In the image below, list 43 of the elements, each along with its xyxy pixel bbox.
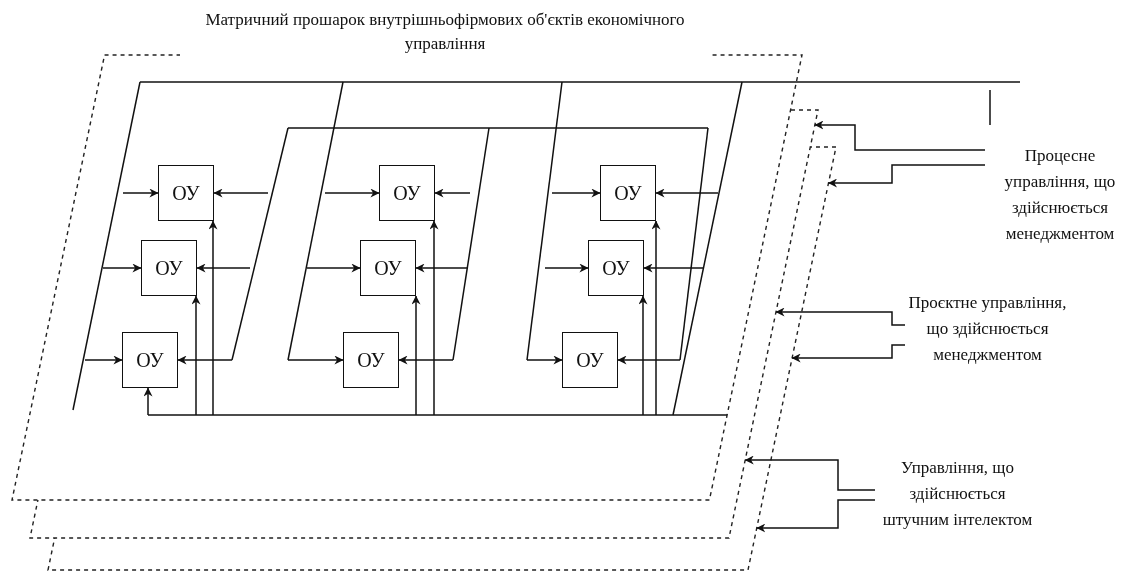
arrow: [398, 355, 454, 365]
arrow: [177, 355, 233, 365]
unit-box: ОУ: [343, 332, 399, 388]
text-label: Управління, що здійснюється штучним інтелектом: [875, 455, 1040, 533]
arrow: [122, 188, 159, 198]
arrow: [655, 188, 719, 198]
arrow: [434, 188, 471, 198]
arrow: [617, 355, 681, 365]
unit-box: ОУ: [360, 240, 416, 296]
arrow: [651, 220, 661, 416]
unit-box: ОУ: [562, 332, 618, 388]
arrow: [429, 220, 439, 416]
arrow: [213, 188, 269, 198]
arrow: [84, 355, 123, 365]
arrow: [411, 295, 421, 416]
arrow: [775, 307, 906, 326]
arrow: [196, 263, 251, 273]
arrow: [306, 263, 361, 273]
arrow: [744, 455, 876, 491]
arrow: [638, 295, 648, 416]
arrow: [643, 263, 704, 273]
arrow: [551, 188, 601, 198]
arrow: [526, 355, 563, 365]
arrow: [544, 263, 589, 273]
text-label: Процесне управління, що здійснюється менеджментом: [985, 143, 1123, 247]
arrow: [415, 263, 469, 273]
arrow: [191, 295, 201, 416]
arrow: [208, 220, 218, 416]
unit-box: ОУ: [379, 165, 435, 221]
unit-box: ОУ: [122, 332, 178, 388]
unit-box: ОУ: [158, 165, 214, 221]
arrow: [287, 355, 344, 365]
arrow: [827, 164, 986, 188]
unit-box: ОУ: [600, 165, 656, 221]
arrow: [756, 499, 876, 533]
arrow: [102, 263, 142, 273]
arrow: [814, 120, 986, 151]
arrow: [791, 344, 906, 363]
unit-box: ОУ: [588, 240, 644, 296]
text-label: Проєктне управління, що здійснюється менеджментом: [905, 290, 1070, 368]
arrow: [143, 387, 153, 416]
unit-box: ОУ: [141, 240, 197, 296]
arrow: [324, 188, 380, 198]
